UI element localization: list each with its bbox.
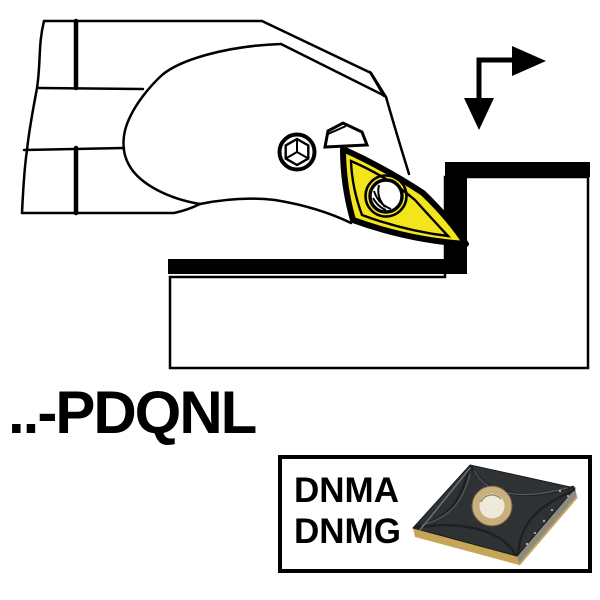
head-chamfer-lower [279, 42, 385, 97]
insert-photo-speckles [458, 489, 570, 554]
screw-icon [277, 132, 317, 172]
insert-designation-box: DNMA DNMG [278, 455, 592, 573]
insert-photo-hole [479, 493, 505, 519]
shank-break-line-upper [37, 86, 145, 91]
arrow-right-head [512, 46, 546, 76]
insert-photo-side-face [517, 488, 577, 565]
insert-photo-chipbreaker [414, 465, 576, 557]
insert-photo [412, 464, 578, 566]
insert-hole-shading [372, 184, 392, 211]
head-chamfer-upper [260, 19, 388, 99]
insert-code-labels: DNMA DNMG [294, 470, 401, 552]
insert-code-dnmg: DNMG [294, 512, 401, 551]
holder-code-label: ..-PDQNL [8, 379, 257, 446]
tool-holder-drawing [20, 18, 411, 225]
head-chamfer-tip [368, 70, 386, 98]
insert-photo-gold-edge [413, 528, 519, 565]
head-front-edge [384, 95, 411, 176]
shank-bottom-edge [20, 202, 202, 215]
machined-face-lower [168, 259, 467, 274]
arrow-down-head [464, 98, 494, 130]
insert-photo-gold-line [518, 496, 578, 566]
shank-break-edge [20, 19, 46, 215]
insert-drawing [340, 146, 469, 247]
insert-hole-ring [364, 174, 408, 218]
clamp-chamfer-line [327, 125, 347, 135]
insert-photo-hole-shadow [480, 494, 502, 503]
feed-direction-arrow-icon [464, 46, 546, 130]
head-bottom-edge [198, 197, 353, 225]
head-silhouette [122, 42, 283, 206]
insert-code-dnma: DNMA [294, 471, 399, 510]
clamp-drawing [323, 121, 370, 149]
machined-face-top [445, 162, 590, 177]
